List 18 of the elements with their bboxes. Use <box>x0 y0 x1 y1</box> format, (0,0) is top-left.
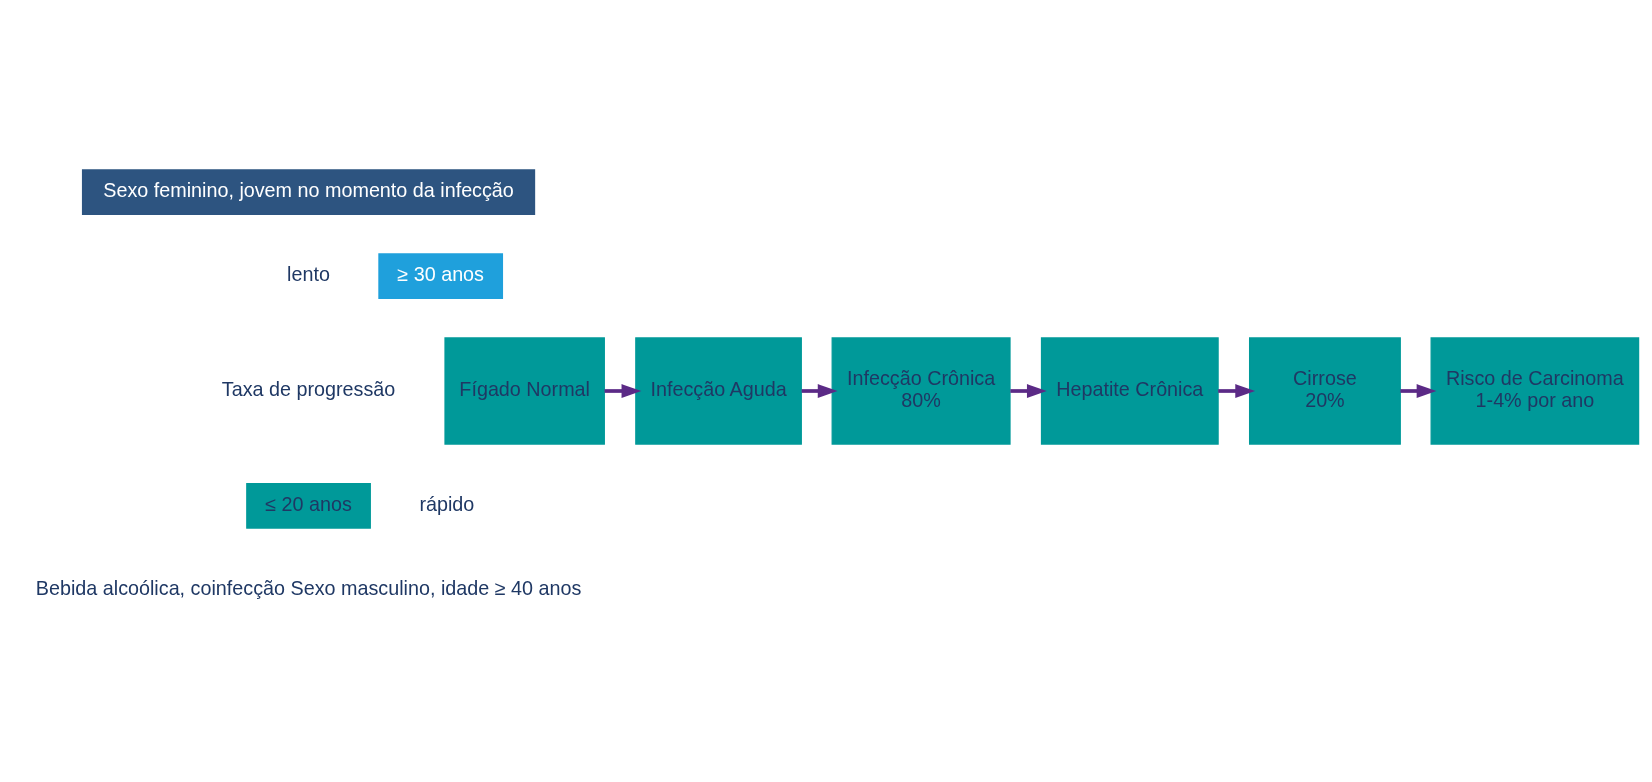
node-box: Infecção Crônica 80% <box>831 337 1011 445</box>
node-box: Hepatite Crônica <box>1040 337 1219 445</box>
arrow <box>801 384 838 398</box>
label: Sexo feminino, jovem no momento da infecção <box>103 178 514 201</box>
label: lento <box>287 262 330 285</box>
node-box: Fígado Normal <box>444 337 605 445</box>
label: Taxa de progressão <box>221 377 396 400</box>
arrow <box>1218 384 1256 398</box>
label: rápido <box>419 492 475 515</box>
arrow <box>604 384 642 398</box>
node-box: Cirrose 20% <box>1249 337 1401 445</box>
node-box: Infecção Aguda <box>635 337 802 445</box>
node-box: Risco de Carcinoma 1-4% por ano <box>1430 337 1640 445</box>
arrow <box>1400 384 1437 398</box>
label: Bebida alcoólica, coinfecção Sexo masculino, idade ≥ 40 anos <box>35 576 582 599</box>
label: ≥ 30 anos <box>397 262 484 285</box>
arrow <box>1010 384 1047 398</box>
label: ≤ 20 anos <box>265 492 352 515</box>
